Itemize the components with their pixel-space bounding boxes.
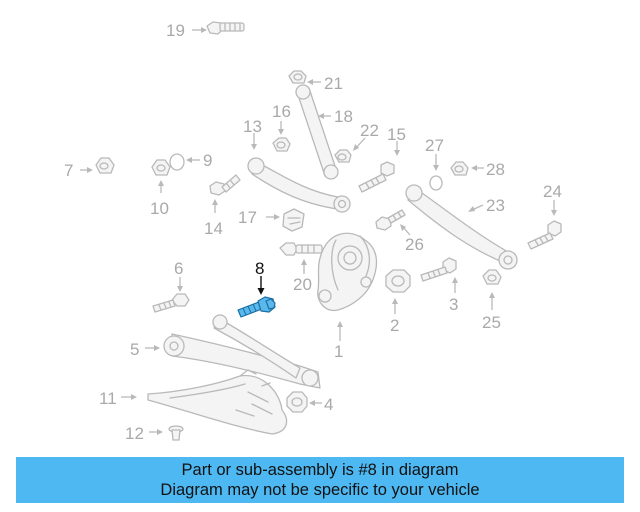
callout-19: 19 (166, 21, 185, 40)
callout-23: 23 (486, 196, 505, 215)
callout-17: 17 (238, 208, 257, 227)
callout-22: 22 (360, 121, 379, 140)
part-26-bolt (375, 209, 406, 231)
part-4-bushing (286, 391, 308, 413)
part-8-bolt-highlighted (237, 296, 276, 318)
callout-27: 27 (425, 136, 444, 155)
part-6-bolt (152, 293, 190, 313)
part-9-ring (169, 153, 185, 171)
part-1-knuckle (317, 232, 378, 312)
callout-6: 6 (174, 259, 183, 278)
part-24-bolt (527, 220, 562, 250)
callout-1: 1 (334, 342, 343, 361)
callout-18: 18 (334, 107, 353, 126)
part-22-nut (334, 149, 352, 163)
callout-12: 12 (125, 424, 144, 443)
callout-8: 8 (255, 259, 264, 278)
callout-4: 4 (324, 395, 333, 414)
callout-3: 3 (449, 295, 458, 314)
callout-14: 14 (204, 219, 223, 238)
callout-24: 24 (543, 182, 562, 201)
callout-28: 28 (486, 160, 505, 179)
callout-13: 13 (243, 117, 262, 136)
callout-21: 21 (324, 74, 343, 93)
callout-20: 20 (293, 275, 312, 294)
part-21-nut (288, 70, 307, 84)
callout-11: 11 (99, 389, 117, 408)
callout-2: 2 (390, 316, 399, 335)
callout-7: 7 (64, 161, 73, 180)
part-19-bolt (206, 21, 245, 35)
caption-line-disclaimer: Diagram may not be specific to your vehi… (160, 481, 480, 499)
callout-10: 10 (150, 199, 169, 218)
part-10-nut (151, 159, 171, 176)
part-17-bracket (282, 208, 305, 232)
part-3-bolt (420, 257, 457, 282)
part-7-nut (95, 157, 115, 174)
part-15-bolt (358, 161, 395, 193)
callout-26: 26 (405, 235, 424, 254)
part-20-bolt (279, 242, 323, 256)
part-5-lower-control-arm (163, 314, 321, 389)
callout-9: 9 (203, 151, 212, 170)
part-14-bolt (209, 174, 241, 196)
callout-25: 25 (482, 313, 501, 332)
part-18-link (295, 84, 339, 180)
part-16-bushing (272, 137, 291, 152)
part-23-control-arm (405, 184, 518, 270)
part-2-bushing (385, 269, 411, 293)
callout-15: 15 (387, 125, 406, 144)
callout-5: 5 (130, 340, 139, 359)
callout-16: 16 (272, 102, 291, 121)
part-13-upper-control-arm (247, 157, 351, 213)
part-28-nut (450, 161, 469, 176)
caption-line-part-number: Part or sub-assembly is #8 in diagram (181, 461, 459, 479)
part-11-shield (147, 369, 288, 435)
part-27-ring (429, 175, 443, 191)
diagram-caption-banner: Part or sub-assembly is #8 in diagram Di… (16, 457, 624, 503)
part-12-clip (168, 425, 184, 441)
part-25-nut (482, 269, 502, 285)
